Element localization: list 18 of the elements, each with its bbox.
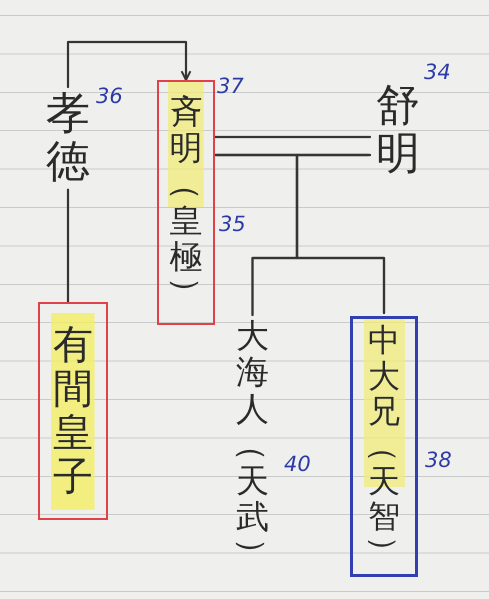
reign-number: 34 (424, 62, 451, 83)
name-text: 孝徳 (46, 90, 90, 187)
name-box (350, 316, 418, 577)
name-box (157, 80, 215, 325)
name-text: 有間皇子 (53, 323, 93, 499)
name-text: 斉明（皇極） (170, 94, 202, 312)
reign-number: 38 (425, 450, 452, 471)
connector-line (296, 154, 386, 314)
reign-number: 35 (219, 214, 246, 235)
arrow (66, 40, 192, 88)
name-text: 大海人（天武） (236, 318, 269, 572)
name-text: 中大兄（天智） (368, 323, 400, 570)
connector-line (66, 188, 70, 304)
reign-number: 40 (284, 454, 311, 475)
reign-number: 36 (96, 86, 123, 107)
name-box (38, 302, 108, 520)
reign-number: 37 (217, 76, 244, 97)
name-text: 舒明 (376, 82, 420, 179)
